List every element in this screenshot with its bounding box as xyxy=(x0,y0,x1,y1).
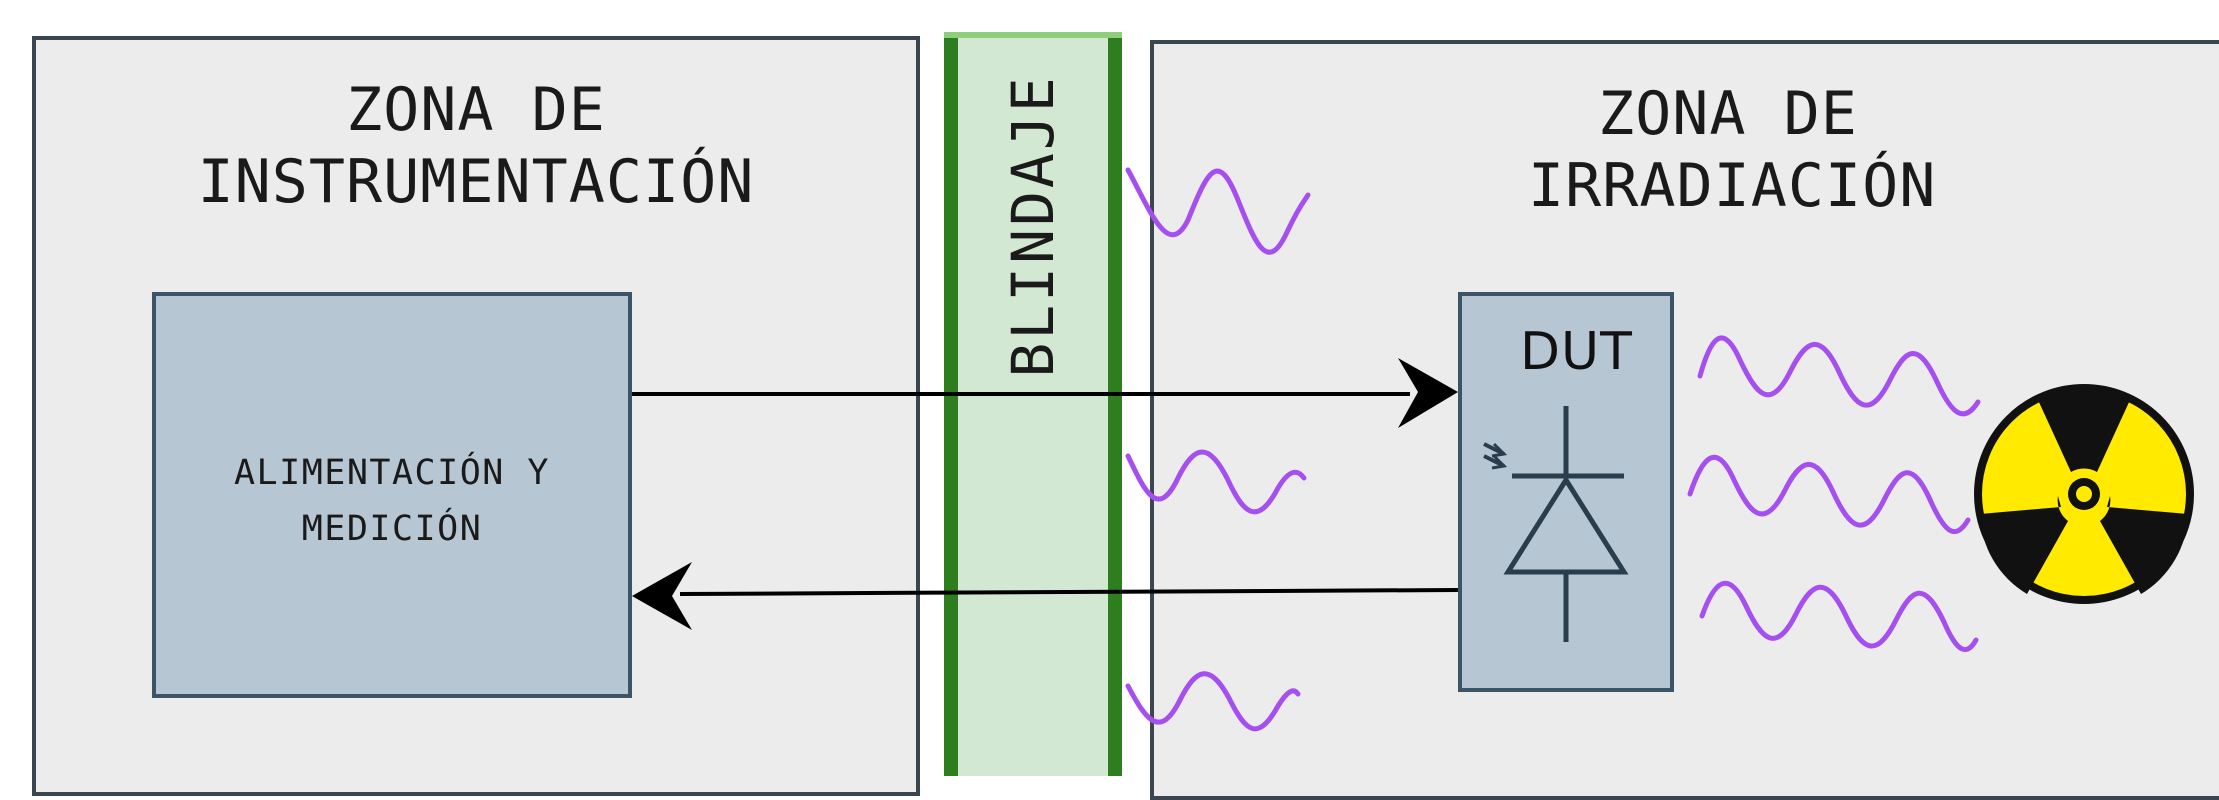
measurement-box-label-line1: ALIMENTACIÓN Y xyxy=(233,453,550,493)
measurement-box: ALIMENTACIÓN Y MEDICIÓN xyxy=(152,292,632,698)
signal-arrow-to-dut xyxy=(632,358,1458,428)
irradiation-zone-title-line2: IRRADIACIÓN xyxy=(1528,151,1937,221)
instrumentation-zone-title-line2: INSTRUMENTACIÓN xyxy=(197,147,755,217)
dut-label: DUT xyxy=(1520,322,1633,382)
connections-overlay xyxy=(632,167,2194,732)
diagram: ZONA DE INSTRUMENTACIÓN ZONA DE IRRADIAC… xyxy=(32,32,2219,800)
shield-top-edge xyxy=(944,32,1122,38)
radiation-wave-icon xyxy=(1697,335,1981,417)
radiation-wave-icon xyxy=(1125,449,1307,515)
signal-arrow-to-measurement xyxy=(632,562,1459,630)
irradiation-zone-title-line1: ZONA DE xyxy=(1598,79,1858,149)
radiation-wave-icon xyxy=(1125,671,1301,732)
radiation-wave-icon xyxy=(1699,580,1979,653)
photodiode-icon xyxy=(1483,406,1629,642)
radiation-hazard-icon xyxy=(1974,384,2194,604)
instrumentation-zone-title-line1: ZONA DE xyxy=(346,75,606,145)
measurement-box-label-line2: MEDICIÓN xyxy=(301,509,483,549)
radiation-wave-icon xyxy=(1125,167,1311,255)
radiation-wave-icon xyxy=(1687,454,1971,534)
